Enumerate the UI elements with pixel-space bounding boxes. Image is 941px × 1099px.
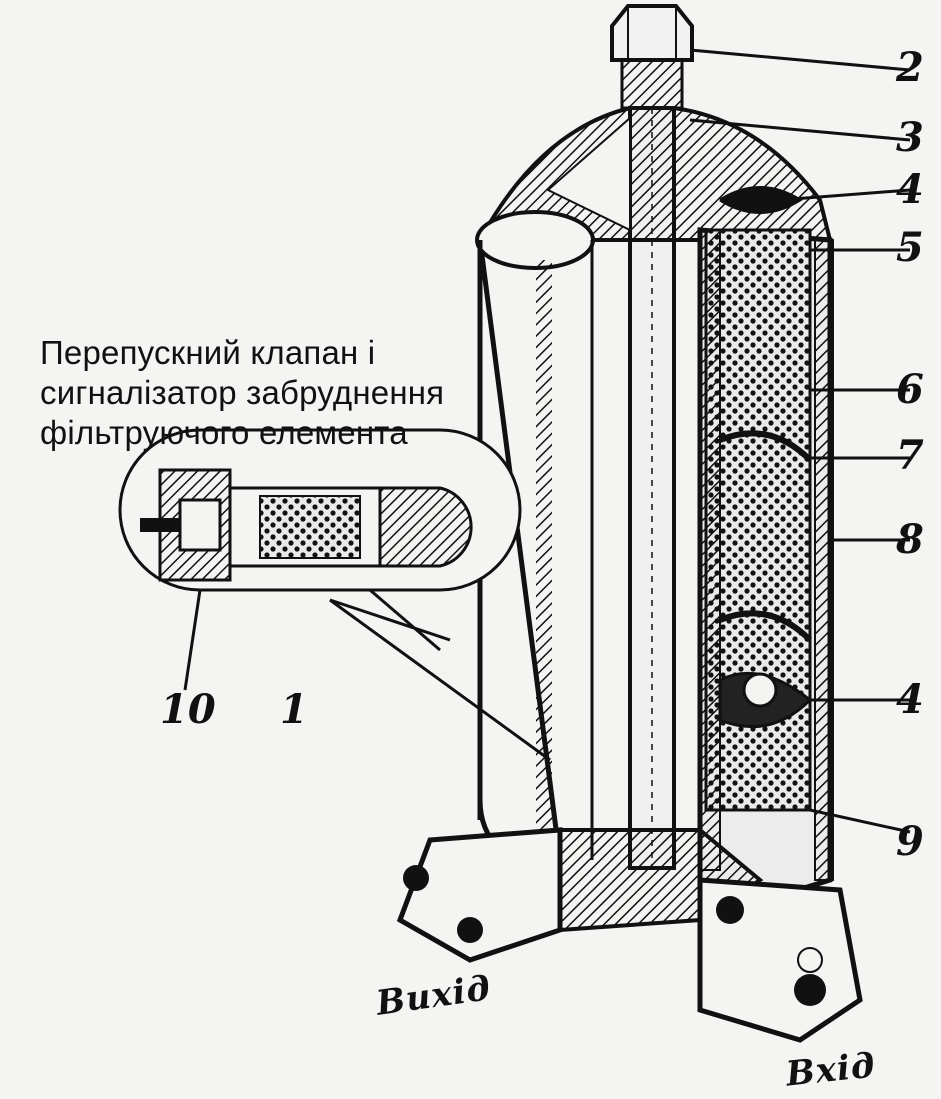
- leader-lines: [183, 48, 911, 834]
- bypass-valve-inset: [118, 428, 522, 652]
- callout-3: 3: [896, 114, 924, 161]
- caption-line-1: Перепускний клапан і: [40, 334, 376, 371]
- top-nut: [610, 4, 694, 110]
- callout-1: 1: [280, 686, 308, 733]
- callout-2: 2: [896, 44, 924, 91]
- callout-9: 9: [896, 818, 924, 865]
- callout-4-top: 4: [896, 166, 924, 213]
- caption-line-2: сигналізатор забруднення: [40, 374, 445, 411]
- callout-6: 6: [896, 366, 924, 413]
- callout-4-bottom: 4: [896, 676, 924, 723]
- filter-element: [699, 228, 813, 871]
- spring: [718, 186, 813, 729]
- callout-7: 7: [896, 432, 924, 479]
- base-flange: [396, 827, 863, 1043]
- caption-line-3: фільтруючого елемента: [40, 414, 408, 451]
- callout-8: 8: [896, 516, 924, 563]
- callout-5: 5: [896, 224, 924, 271]
- callout-10: 10: [160, 686, 216, 733]
